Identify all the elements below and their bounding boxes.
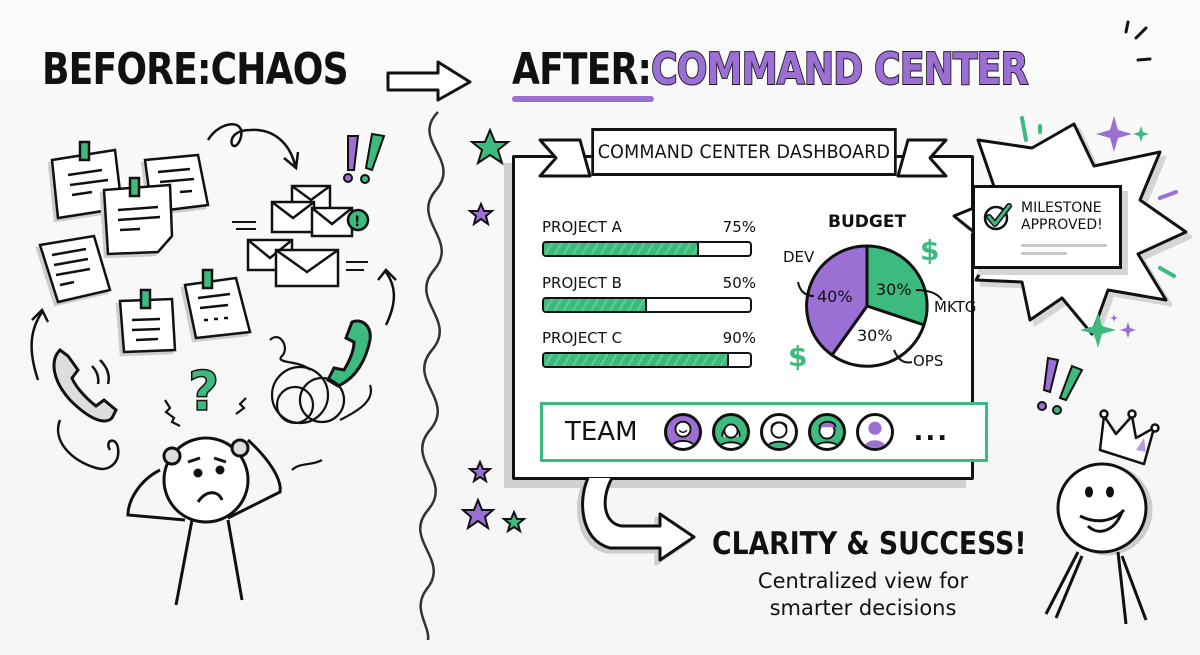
progress-bar xyxy=(542,352,752,368)
avatar[interactable] xyxy=(807,413,846,451)
star-icon xyxy=(460,127,527,534)
motion-lines-icon xyxy=(232,221,368,271)
pie-label-dev: DEV xyxy=(783,248,815,266)
project-row[interactable]: PROJECT C 90% xyxy=(542,329,756,368)
sticky-note-icon xyxy=(38,234,112,304)
more-members-button[interactable]: ... xyxy=(913,417,950,447)
project-name: PROJECT B xyxy=(542,274,622,292)
pie-slice-dev xyxy=(805,244,869,357)
dashboard-title: COMMAND CENTER DASHBOARD xyxy=(597,141,891,163)
avatar[interactable] xyxy=(663,413,702,451)
scribble-icon xyxy=(269,336,373,471)
pie-slice-ops xyxy=(830,304,926,368)
clarity-subtext: Centralized view for smarter decisions xyxy=(757,569,969,620)
pie-value-mktg: 30% xyxy=(876,280,912,299)
crown-icon xyxy=(1098,409,1160,466)
pie-value-dev: 40% xyxy=(817,287,853,306)
project-name: PROJECT C xyxy=(542,329,623,347)
progress-bar xyxy=(542,297,752,313)
before-value: CHAOS xyxy=(210,44,349,95)
check-circle-icon xyxy=(983,203,1012,231)
clarity-headline: CLARITY & SUCCESS! xyxy=(712,526,1027,562)
team-panel: TEAM ... xyxy=(540,402,988,462)
pie-label-ops: OPS xyxy=(913,352,944,370)
sticky-note-icon xyxy=(183,268,252,340)
after-title: AFTER:COMMAND CENTER xyxy=(512,43,1029,96)
after-label: AFTER xyxy=(512,44,638,95)
project-row[interactable]: PROJECT B 50% xyxy=(542,274,756,313)
curly-arrow-icon xyxy=(206,123,297,166)
after-underline xyxy=(512,96,654,102)
svg-text:!: ! xyxy=(354,214,360,230)
progress-fill xyxy=(544,299,647,311)
pie-label-mktg: MKTG xyxy=(934,298,977,316)
sparkle-lines-icon xyxy=(1124,20,1152,62)
placeholder-line xyxy=(1021,244,1107,247)
avatar[interactable] xyxy=(711,413,750,451)
phone-icon xyxy=(326,319,372,388)
project-row[interactable]: PROJECT A 75% xyxy=(542,218,756,257)
envelope-icon: ! xyxy=(246,184,370,288)
sparkle-icon xyxy=(1080,116,1149,348)
avatar[interactable] xyxy=(855,413,894,451)
avatar[interactable] xyxy=(759,413,798,451)
team-label: TEAM xyxy=(565,417,638,447)
happy-person-icon xyxy=(1044,462,1148,625)
pie-value-ops: 30% xyxy=(857,326,893,345)
placeholder-line xyxy=(1021,252,1067,255)
pie-slice-mktg xyxy=(865,244,929,327)
dollar-icon: $ $ xyxy=(788,234,939,373)
before-label: BEFORE xyxy=(42,44,198,95)
after-value: COMMAND CENTER xyxy=(650,43,1029,96)
budget-title: BUDGET xyxy=(828,212,907,232)
milestone-text: MILESTONE APPROVED! xyxy=(1021,200,1103,233)
right-arrow-icon xyxy=(386,60,472,102)
sticky-note-icon xyxy=(118,288,177,354)
milestone-card: MILESTONE APPROVED! xyxy=(972,185,1122,269)
phone-icon xyxy=(52,348,120,471)
sticky-note-icon xyxy=(102,176,174,256)
project-percent: 90% xyxy=(722,329,756,347)
exclamation-icon xyxy=(343,132,386,184)
curved-arrow-icon xyxy=(581,477,696,562)
user-silhouette-icon xyxy=(863,421,886,448)
divider-wave xyxy=(419,111,445,641)
progress-fill xyxy=(544,243,699,255)
svg-text:$: $ xyxy=(920,234,939,267)
stressed-person-icon xyxy=(126,436,282,606)
project-percent: 75% xyxy=(722,218,756,236)
progress-fill xyxy=(544,354,730,366)
progress-bar xyxy=(542,241,752,257)
dashboard-banner: COMMAND CENTER DASHBOARD xyxy=(591,128,897,176)
svg-text:$: $ xyxy=(788,340,807,373)
before-title: BEFORE:CHAOS xyxy=(42,44,349,95)
exclamation-icon xyxy=(1037,356,1084,415)
stress-marks-icon xyxy=(164,397,247,427)
project-percent: 50% xyxy=(722,274,756,292)
question-mark-icon: ? xyxy=(188,360,219,423)
project-name: PROJECT A xyxy=(542,218,622,236)
